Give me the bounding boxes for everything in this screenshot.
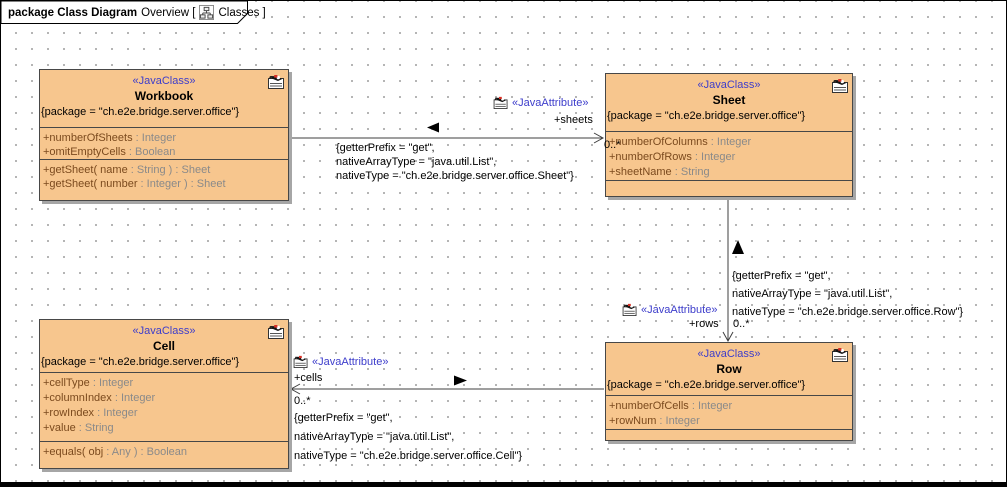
operations-compartment: +equals( obj : Any ) : Boolean: [40, 441, 288, 468]
frame-subtitle-label: Overview [: [141, 6, 196, 19]
java-class-icon: [832, 78, 849, 93]
attribute: +numberOfRows : Integer: [609, 151, 736, 163]
attribute: +rowNum : Integer: [609, 415, 700, 427]
class-name: Row: [716, 362, 742, 376]
attributes-compartment: +numberOfSheets : Integer +omitEmptyCell…: [40, 127, 288, 159]
operation: +equals( obj : Any ) : Boolean: [43, 446, 188, 458]
role-name-label[interactable]: +cells: [294, 372, 323, 384]
class-name: Workbook: [134, 89, 194, 103]
role-name-label[interactable]: +rows: [689, 318, 719, 330]
attributes-compartment: +cellType : Integer +columnIndex : Integ…: [40, 372, 288, 441]
association-stereotype-label[interactable]: «JavaAttribute»: [293, 355, 388, 368]
operation: +getSheet( number : Integer ) : Sheet: [43, 178, 226, 190]
class-sheet[interactable]: «JavaClass» Sheet {package = "ch.e2e.bri…: [605, 73, 853, 197]
package-tag: {package = "ch.e2e.bridge.server.office"…: [41, 356, 240, 368]
operation: +getSheet( name : String ) : Sheet: [43, 164, 211, 176]
java-attribute-icon: [622, 303, 638, 316]
stereotype-label: «JavaClass»: [132, 325, 196, 337]
class-workbook[interactable]: «JavaClass» Workbook {package = "ch.e2e.…: [39, 69, 289, 201]
attribute: +sheetName : String: [609, 166, 710, 178]
class-diagram-icon: [199, 5, 214, 20]
class-header: «JavaClass» Workbook {package = "ch.e2e.…: [40, 70, 288, 127]
class-header: «JavaClass» Row {package = "ch.e2e.bridg…: [606, 343, 852, 395]
operations-compartment: [606, 429, 852, 440]
package-tag: {package = "ch.e2e.bridge.server.office"…: [607, 379, 806, 391]
attribute: +numberOfCells : Integer: [609, 400, 733, 412]
class-header: «JavaClass» Cell {package = "ch.e2e.brid…: [40, 320, 288, 372]
class-cell[interactable]: «JavaClass» Cell {package = "ch.e2e.brid…: [39, 319, 289, 469]
class-header: «JavaClass» Sheet {package = "ch.e2e.bri…: [606, 74, 852, 131]
class-row[interactable]: «JavaClass» Row {package = "ch.e2e.bridg…: [605, 342, 853, 441]
stereotype-label: «JavaClass»: [697, 348, 761, 360]
frame-header-shape: [1, 1, 248, 24]
frame-diagram-name: Classes ]: [218, 6, 266, 19]
operations-compartment: [606, 180, 852, 196]
class-name: Cell: [152, 339, 175, 353]
role-name-label[interactable]: +sheets: [554, 114, 593, 126]
multiplicity-label[interactable]: 0..*: [733, 318, 750, 330]
attribute: +columnIndex : Integer: [43, 392, 156, 404]
operations-compartment: +getSheet( name : String ) : Sheet +getS…: [40, 159, 288, 200]
stereotype-label: «JavaClass»: [132, 75, 196, 87]
java-attribute-icon: [293, 355, 309, 368]
package-tag: {package = "ch.e2e.bridge.server.office"…: [607, 110, 806, 122]
java-class-icon: [832, 347, 849, 362]
multiplicity-label[interactable]: 0..*: [604, 139, 621, 151]
class-name: Sheet: [712, 93, 746, 107]
stereotype-label: «JavaClass»: [697, 79, 761, 91]
attribute: +value : String: [43, 422, 114, 434]
package-tag: {package = "ch.e2e.bridge.server.office"…: [41, 106, 240, 118]
attribute: +cellType : Integer: [43, 377, 134, 389]
attribute: +numberOfSheets : Integer: [43, 132, 177, 144]
association-row-cell[interactable]: [289, 375, 604, 395]
attribute: +omitEmptyCells : Boolean: [43, 146, 176, 158]
association-stereotype-label[interactable]: «JavaAttribute»: [493, 96, 588, 109]
attributes-compartment: +numberOfColumns : Integer +numberOfRows…: [606, 131, 852, 180]
attribute: +rowIndex : Integer: [43, 407, 138, 419]
constraint-label[interactable]: {getterPrefix = "get", nativeArrayType =…: [294, 412, 523, 462]
frame-kind-label: package Class Diagram: [8, 6, 138, 19]
association-stereotype-label[interactable]: «JavaAttribute»: [622, 303, 717, 316]
frame-header: package Class Diagram Overview [ Classes…: [8, 4, 266, 21]
java-class-icon: [268, 74, 285, 89]
attributes-compartment: +numberOfCells : Integer +rowNum : Integ…: [606, 395, 852, 429]
java-class-icon: [268, 324, 285, 339]
java-attribute-icon: [493, 96, 509, 109]
constraint-label[interactable]: {getterPrefix = "get", nativeArrayType =…: [336, 142, 574, 182]
constraint-label[interactable]: {getterPrefix = "get", nativeArrayType =…: [732, 270, 964, 318]
attribute: +numberOfColumns : Integer: [609, 136, 752, 148]
multiplicity-label[interactable]: 0..*: [294, 395, 311, 407]
